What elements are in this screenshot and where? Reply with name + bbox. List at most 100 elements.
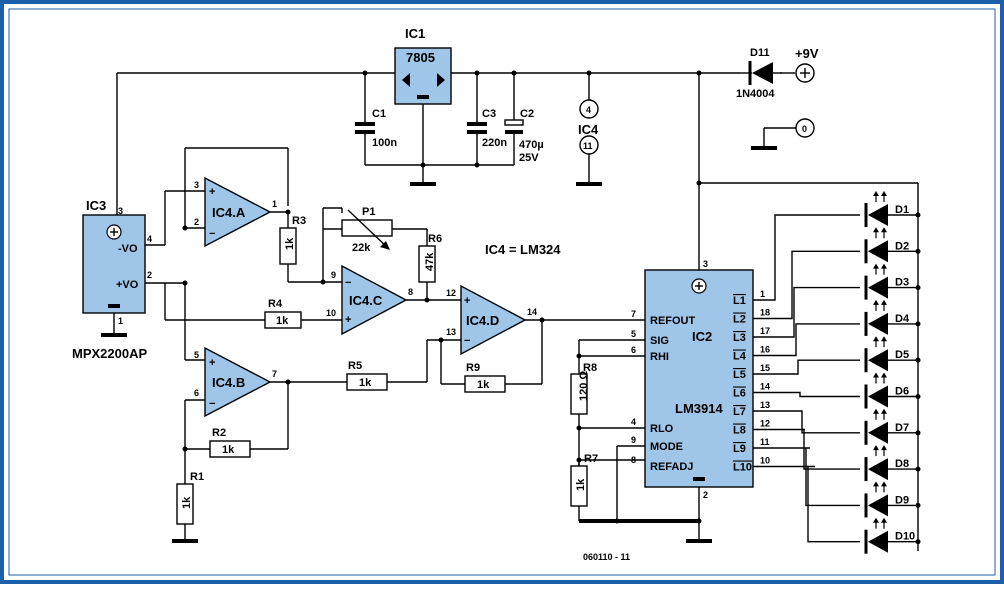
led-arrow-head (873, 408, 879, 414)
svg-text:R8: R8 (583, 362, 597, 374)
led-d4: D4 (864, 299, 921, 336)
ic2-pin-number: 17 (760, 326, 770, 336)
svg-text:120 Ω: 120 Ω (578, 371, 590, 401)
led-arrow-head (881, 191, 887, 196)
svg-text:1k: 1k (359, 377, 372, 389)
svg-text:100n: 100n (372, 137, 397, 149)
led-body (868, 204, 888, 226)
ic2-pin-number: 16 (760, 345, 770, 355)
led-arrow-head (881, 299, 887, 305)
opamp-ic4a: IC4.A + − 3 2 1 (194, 176, 291, 248)
led-label: D10 (895, 531, 915, 543)
led-d10: D10 (864, 517, 921, 554)
led-body (868, 494, 888, 517)
capacitor-c2: C2 470µ 25V (504, 73, 544, 165)
ic4-type-note: IC4 = LM324 (485, 242, 561, 257)
ic2-output-label: L6 (733, 388, 746, 400)
svg-text:0: 0 (802, 124, 807, 134)
capacitor-c3: C3 220n (467, 73, 507, 165)
led-arrow-head (873, 445, 879, 451)
figure-id: 060110 - 11 (583, 552, 630, 562)
svg-text:13: 13 (446, 327, 456, 337)
led-arrow-head (873, 481, 879, 487)
ic2-pin-label: RHI (650, 351, 669, 363)
ic2-led-wire (753, 447, 860, 507)
ic2-led-wire (753, 250, 860, 320)
opamp-ic4d: IC4.D + − 12 13 14 (446, 284, 645, 356)
led-body (868, 458, 888, 481)
led-label: D8 (895, 458, 909, 470)
led-label: D1 (895, 204, 909, 216)
ic2-output-label: L2 (733, 314, 746, 326)
svg-text:−: − (464, 335, 470, 347)
led-body (868, 349, 888, 372)
svg-text:IC3: IC3 (86, 198, 106, 213)
svg-text:C3: C3 (482, 108, 496, 120)
ic2-pin-number: 5 (631, 329, 636, 339)
svg-text:IC4.B: IC4.B (212, 375, 245, 390)
resistor-r4: R4 1k (264, 298, 342, 329)
opamp-ic4b: IC4.B + − 5 6 7 (182, 346, 347, 484)
ic2-output-label: L5 (733, 369, 746, 381)
svg-text:R3: R3 (292, 215, 306, 227)
svg-text:+: + (209, 357, 215, 369)
svg-text:P1: P1 (362, 206, 375, 218)
led-body (868, 312, 888, 335)
led-body (868, 276, 888, 299)
led-label: D5 (895, 349, 909, 361)
ic4-supply-pins: 4 IC4 11 (576, 73, 602, 186)
svg-text:IC4.C: IC4.C (349, 293, 383, 308)
ic2-pin-label: RLO (650, 423, 674, 435)
resistor-r9: R9 1k (440, 320, 543, 393)
junction-dot (915, 212, 921, 218)
potentiometer-p1: P1 22k (320, 206, 427, 285)
svg-text:R4: R4 (268, 298, 283, 310)
ic2-pin-number: 10 (760, 456, 770, 466)
svg-text:C2: C2 (520, 108, 534, 120)
ic2-led-wire (753, 359, 860, 375)
junction-dot (915, 539, 921, 545)
led-body (868, 421, 888, 444)
led-arrow-head (881, 372, 887, 378)
led-arrow-head (873, 336, 879, 342)
svg-text:220n: 220n (482, 137, 507, 149)
led-body (868, 530, 888, 553)
junction-dot (915, 502, 921, 508)
led-label: D7 (895, 422, 909, 434)
svg-text:1N4004: 1N4004 (736, 88, 775, 100)
svg-text:−: − (345, 277, 351, 289)
led-d5: D5 (864, 336, 921, 373)
led-arrow-head (873, 191, 879, 196)
sensor-wiring (145, 147, 289, 361)
svg-text:3: 3 (118, 206, 123, 216)
led-d7: D7 (864, 408, 921, 445)
led-arrow-head (873, 263, 879, 269)
svg-text:R1: R1 (190, 471, 204, 483)
led-arrow-head (881, 336, 887, 342)
led-arrow-head (873, 299, 879, 305)
led-d3: D3 (864, 263, 921, 300)
ic2-pin-number: 12 (760, 419, 770, 429)
svg-text:IC1: IC1 (405, 26, 425, 41)
svg-text:-VO: -VO (118, 243, 138, 255)
opamp-ic4c: IC4.C − + 9 10 8 (326, 264, 461, 336)
ic2-output-label: L8 (733, 425, 746, 437)
junction-dot (915, 321, 921, 327)
svg-text:R9: R9 (466, 362, 480, 374)
led-arrow-head (873, 517, 879, 523)
ic2-pin-number: 6 (631, 345, 636, 355)
resistor-r7: R7 1k (570, 453, 598, 521)
svg-text:14: 14 (527, 307, 537, 317)
svg-text:1k: 1k (222, 444, 235, 456)
svg-text:1: 1 (118, 316, 123, 326)
ic2-led-wire (753, 428, 860, 470)
svg-text:1: 1 (272, 199, 277, 209)
svg-text:6: 6 (194, 388, 199, 398)
svg-text:47k: 47k (424, 252, 436, 271)
svg-text:4: 4 (586, 105, 591, 115)
led-label: D4 (895, 313, 910, 325)
svg-text:8: 8 (408, 287, 413, 297)
